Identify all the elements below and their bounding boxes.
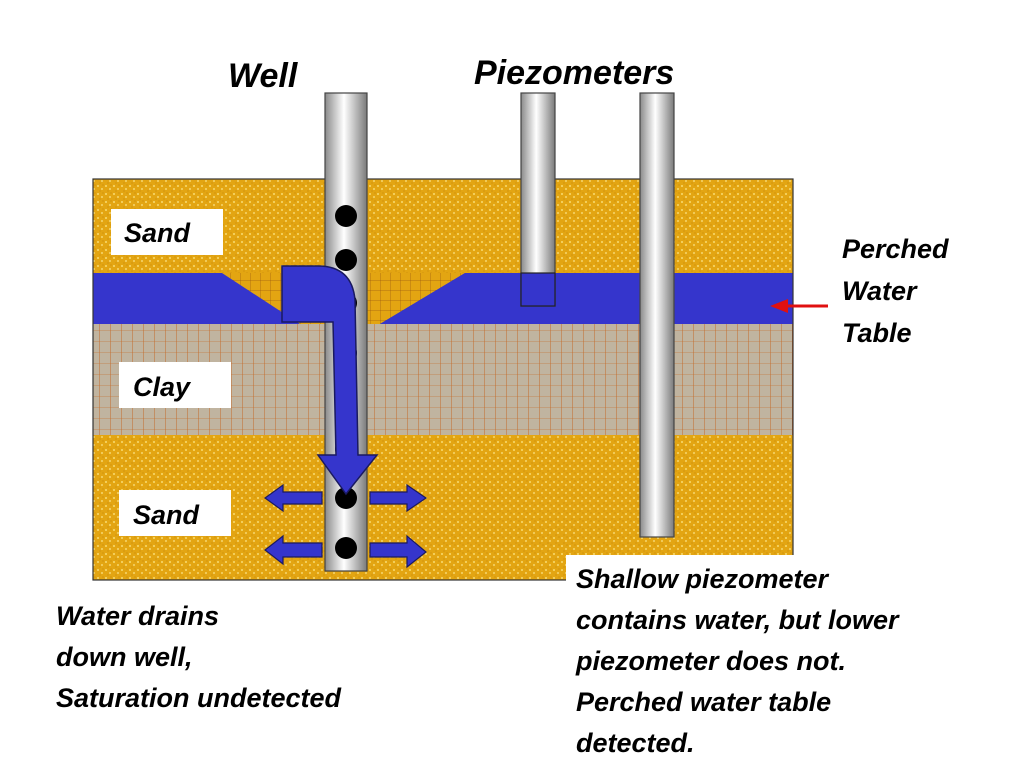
deep-piezometer: [639, 92, 675, 538]
label-clay: Clay: [119, 362, 231, 408]
svg-text:Sand: Sand: [133, 500, 200, 530]
shallow-piezometer-water: [520, 272, 556, 307]
caption-left-line: Saturation undetected: [56, 683, 342, 713]
down-well-flow-arrow: [281, 265, 379, 496]
well-title: Well: [228, 57, 299, 95]
svg-text:Sand: Sand: [124, 218, 191, 248]
shallow-piezometer: [520, 92, 556, 307]
outflow-arrow-right-lower: [369, 534, 427, 569]
outflow-arrows: [263, 483, 428, 569]
caption-left: Water drains down well, Saturation undet…: [56, 596, 341, 719]
caption-right-line: detected.: [576, 728, 695, 758]
caption-right-line: contains water, but lower: [576, 605, 899, 635]
outflow-arrow-left-lower: [264, 534, 323, 566]
svg-text:Table: Table: [842, 318, 912, 348]
caption-right: Shallow piezometer contains water, but l…: [566, 555, 909, 764]
outflow-arrow-right-upper: [369, 483, 428, 513]
perched-water-table-label: Perched Water Table: [842, 234, 949, 348]
caption-right-line: Shallow piezometer: [576, 564, 829, 594]
label-sand-upper: Sand: [111, 209, 223, 255]
drawdown-cone-right-water: [380, 273, 470, 324]
caption-left-line: down well,: [56, 642, 193, 672]
caption-right-line: Perched water table: [576, 687, 832, 717]
piezometers-title: Piezometers: [474, 54, 674, 92]
label-sand-lower: Sand: [119, 490, 231, 536]
svg-text:Water: Water: [842, 276, 918, 306]
outflow-arrow-left-upper: [263, 483, 323, 513]
perched-water-pointer: [770, 299, 828, 313]
caption-right-line: piezometer does not.: [576, 646, 847, 676]
svg-text:Clay: Clay: [133, 372, 192, 402]
svg-text:Perched: Perched: [842, 234, 949, 264]
caption-left-line: Water drains: [56, 601, 220, 631]
